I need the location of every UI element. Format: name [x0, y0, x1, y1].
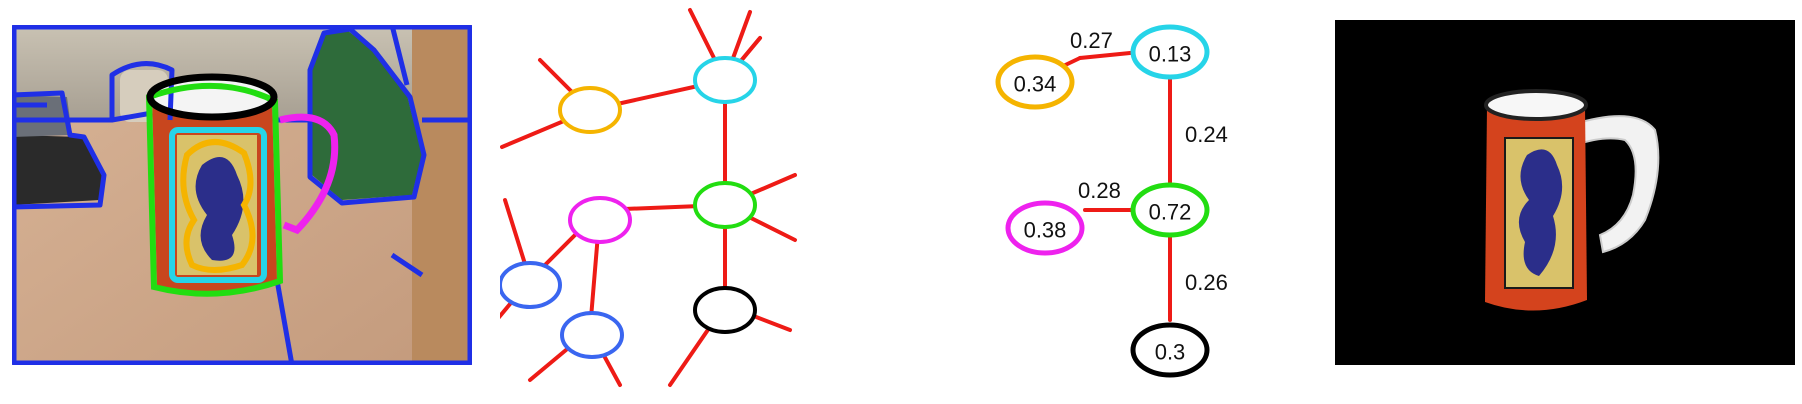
weighted-node-green	[1130, 182, 1210, 238]
extracted-object-panel	[1335, 20, 1795, 365]
edge-yellow-cyan-2	[1078, 50, 1142, 60]
desk-object-left	[12, 135, 102, 205]
figure-outline-yellow	[180, 139, 256, 273]
extracted-mug	[1335, 20, 1795, 365]
weighted-graph: 0.27 0.24 0.28 0.26 0.34 0.13 0.72 0.38 …	[995, 24, 1228, 378]
mug-rim-outline	[146, 73, 278, 121]
weighted-node-black	[1130, 322, 1210, 378]
graph-node-green	[693, 181, 757, 229]
graph-node-magenta	[568, 196, 632, 244]
mug-outline-green	[145, 83, 284, 297]
handle-outline-magenta	[279, 113, 339, 235]
mug-handle	[1569, 115, 1660, 254]
print-outline-cyan	[169, 127, 267, 283]
adjacency-graph	[500, 8, 797, 387]
result-mug-figure	[1518, 149, 1563, 276]
graph-node-blue-bottom	[560, 311, 624, 359]
segmented-photo-panel	[12, 25, 472, 365]
green-pen-holder	[312, 30, 422, 200]
edge-label-cyan-green: 0.24	[1185, 122, 1228, 147]
edge-label-yellow-cyan: 0.27	[1070, 28, 1113, 53]
edge-label-green-black: 0.26	[1185, 270, 1228, 295]
weighted-node-yellow	[995, 54, 1075, 110]
node-value-magenta: 0.38	[1024, 218, 1067, 243]
segmented-photo	[12, 25, 472, 365]
graph-node-blue-left	[500, 261, 562, 309]
mug-figure	[195, 157, 244, 261]
node-value-cyan: 0.13	[1149, 42, 1192, 67]
result-mug-rim	[1484, 89, 1588, 121]
node-value-green: 0.72	[1149, 200, 1192, 225]
edge-label-magenta-green: 0.28	[1078, 178, 1121, 203]
graph-node-yellow	[558, 86, 622, 134]
weighted-graph-panel: 0.27 0.24 0.28 0.26 0.34 0.13 0.72 0.38 …	[970, 0, 1290, 404]
weighted-node-cyan	[1130, 24, 1210, 80]
weighted-node-magenta	[1005, 200, 1085, 256]
graph-node-black	[693, 286, 757, 334]
wooden-edge	[412, 25, 472, 365]
adjacency-graph-panel	[500, 0, 930, 404]
graph-node-cyan	[693, 56, 757, 104]
node-value-yellow: 0.34	[1014, 72, 1057, 97]
node-value-black: 0.3	[1155, 340, 1186, 365]
